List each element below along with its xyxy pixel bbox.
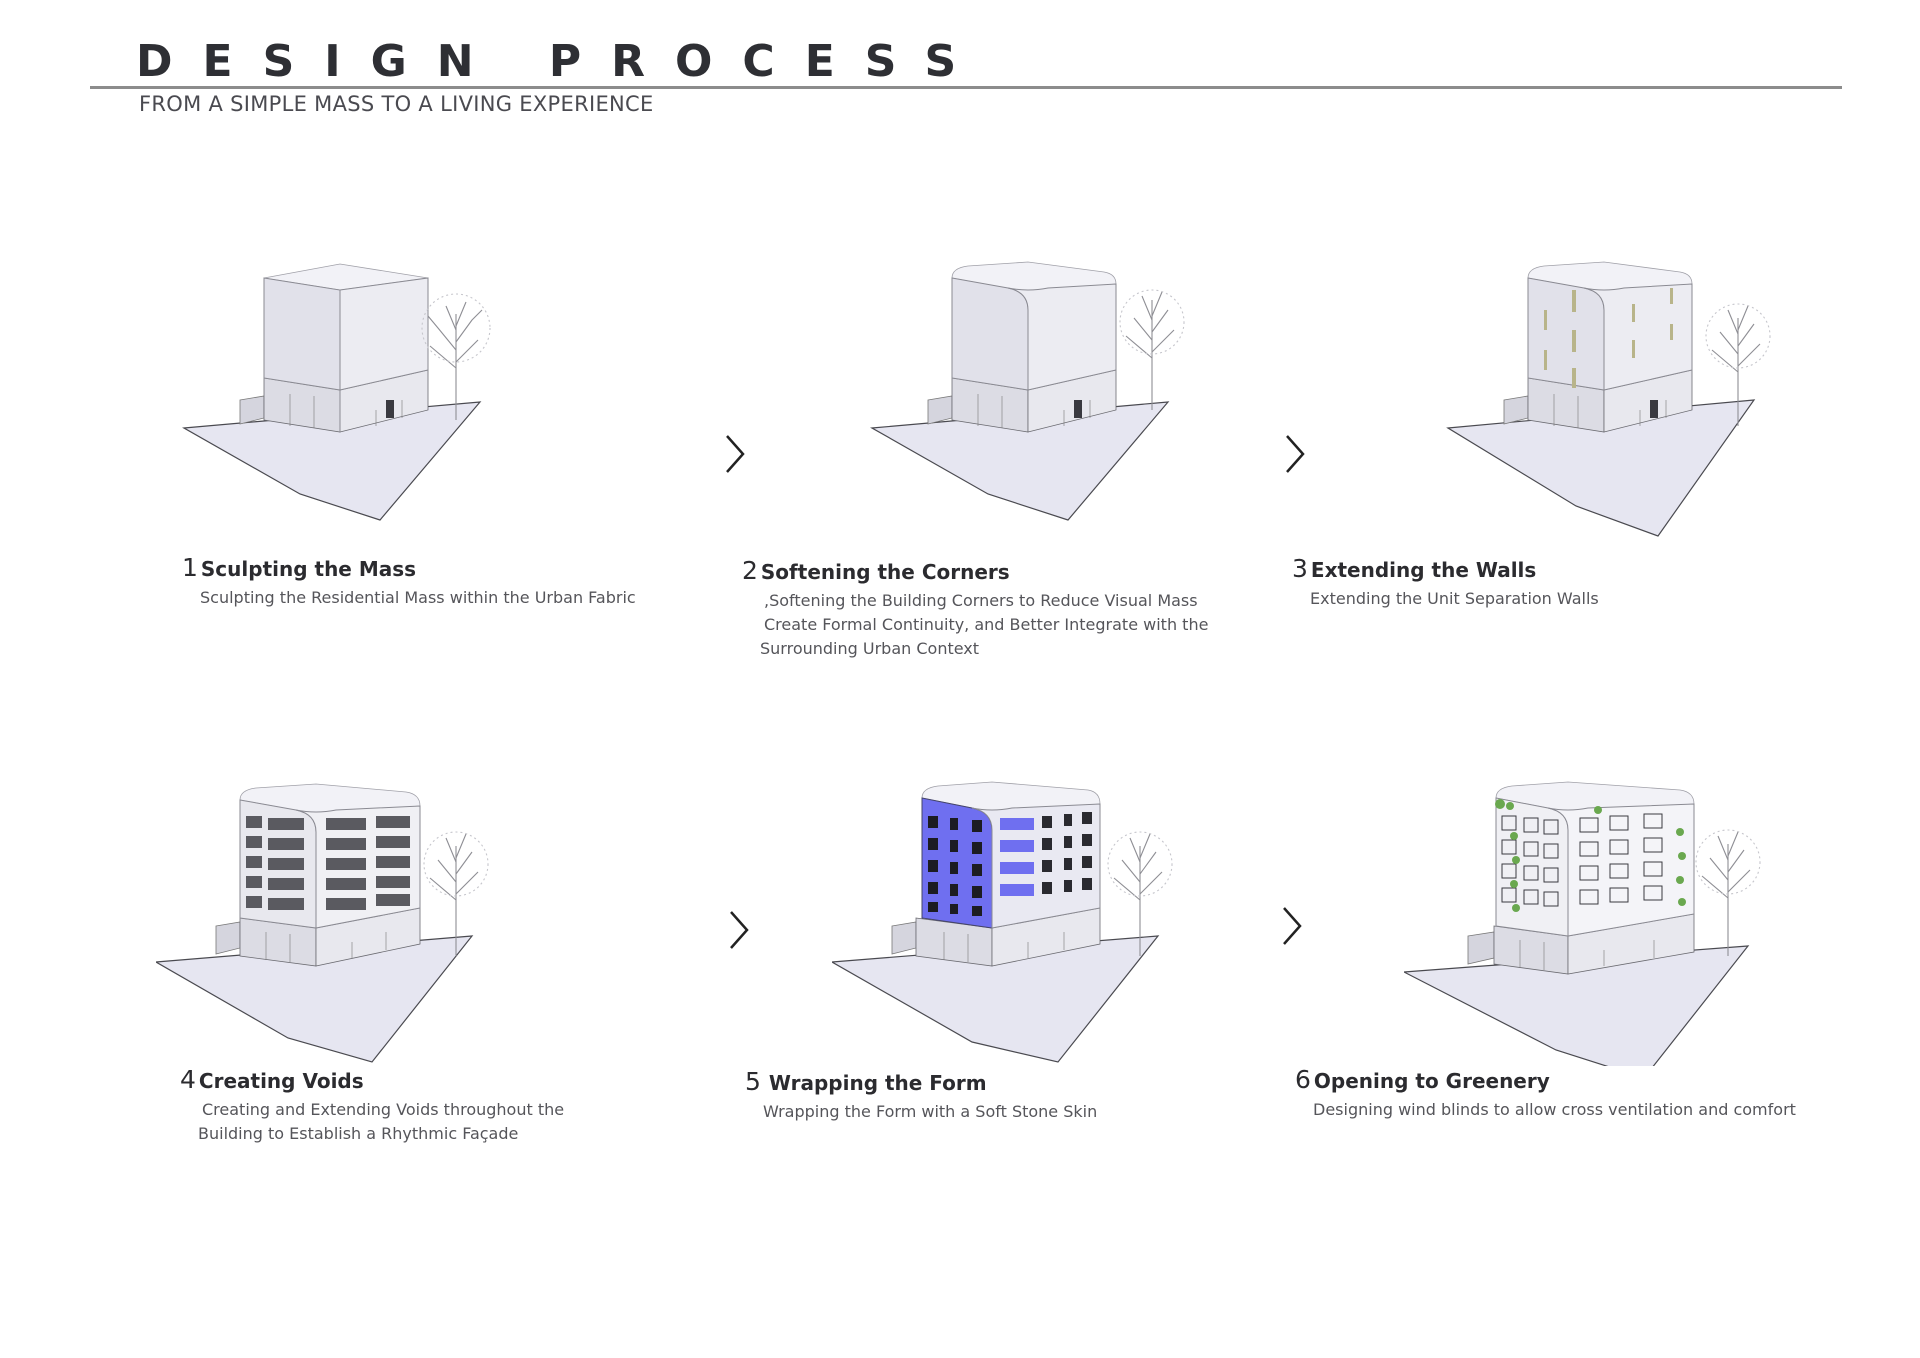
- chevron-right-icon: [1280, 904, 1304, 948]
- step-number: 5: [745, 1067, 761, 1096]
- tree-icon: [1107, 831, 1173, 956]
- tree-icon: [1705, 303, 1771, 426]
- tree-icon: [423, 831, 489, 956]
- step-number: 1: [182, 553, 198, 582]
- diagram-step-1: [180, 250, 540, 540]
- chevron-right-icon: [723, 432, 747, 476]
- chevron-right-icon: [1283, 432, 1307, 476]
- step-description: ,Softening the Building Corners to Reduc…: [760, 591, 1209, 658]
- step-title: Extending the Walls: [1310, 558, 1537, 582]
- diagram-step-3: [1444, 250, 1804, 540]
- step-description: Designing wind blinds to allow cross ven…: [1313, 1100, 1796, 1119]
- page-subtitle: FROM A SIMPLE MASS TO A LIVING EXPERIENC…: [139, 92, 654, 116]
- step-number: 3: [1292, 554, 1308, 583]
- step-caption-1: 1 Sculpting the Mass Sculpting the Resid…: [182, 553, 652, 610]
- step-title: Softening the Corners: [760, 560, 1010, 584]
- tree-icon: [1119, 289, 1185, 410]
- step-title: Opening to Greenery: [1313, 1069, 1550, 1093]
- diagram-step-6: [1404, 776, 1764, 1066]
- step-description: Sculpting the Residential Mass within th…: [200, 588, 636, 607]
- step-caption-4: 4 Creating Voids Creating and Extending …: [180, 1065, 650, 1146]
- diagram-step-4: [156, 776, 516, 1066]
- step-description: Creating and Extending Voids throughout …: [198, 1100, 565, 1143]
- step-description: Extending the Unit Separation Walls: [1310, 589, 1599, 608]
- page-title: DESIGN PROCESS: [136, 36, 987, 87]
- diagram-step-5: [832, 776, 1192, 1066]
- diagram-step-2: [868, 250, 1228, 540]
- step-number: 6: [1295, 1065, 1311, 1094]
- step-title: Creating Voids: [198, 1069, 364, 1093]
- tree-icon: [1695, 829, 1761, 956]
- step-caption-3: 3 Extending the Walls Extending the Unit…: [1292, 554, 1762, 611]
- step-description: Wrapping the Form with a Soft Stone Skin: [763, 1102, 1098, 1121]
- step-title: Wrapping the Form: [768, 1071, 987, 1095]
- step-caption-5: 5 Wrapping the Form Wrapping the Form wi…: [745, 1067, 1215, 1124]
- step-caption-6: 6 Opening to Greenery Designing wind bli…: [1295, 1065, 1796, 1122]
- chevron-right-icon: [727, 908, 751, 952]
- step-title: Sculpting the Mass: [200, 557, 417, 581]
- step-number: 2: [742, 556, 758, 585]
- tree-icon: [421, 293, 491, 420]
- title-divider: [90, 86, 1842, 89]
- step-caption-2: 2 Softening the Corners ,Softening the B…: [742, 556, 1212, 661]
- step-number: 4: [180, 1065, 196, 1094]
